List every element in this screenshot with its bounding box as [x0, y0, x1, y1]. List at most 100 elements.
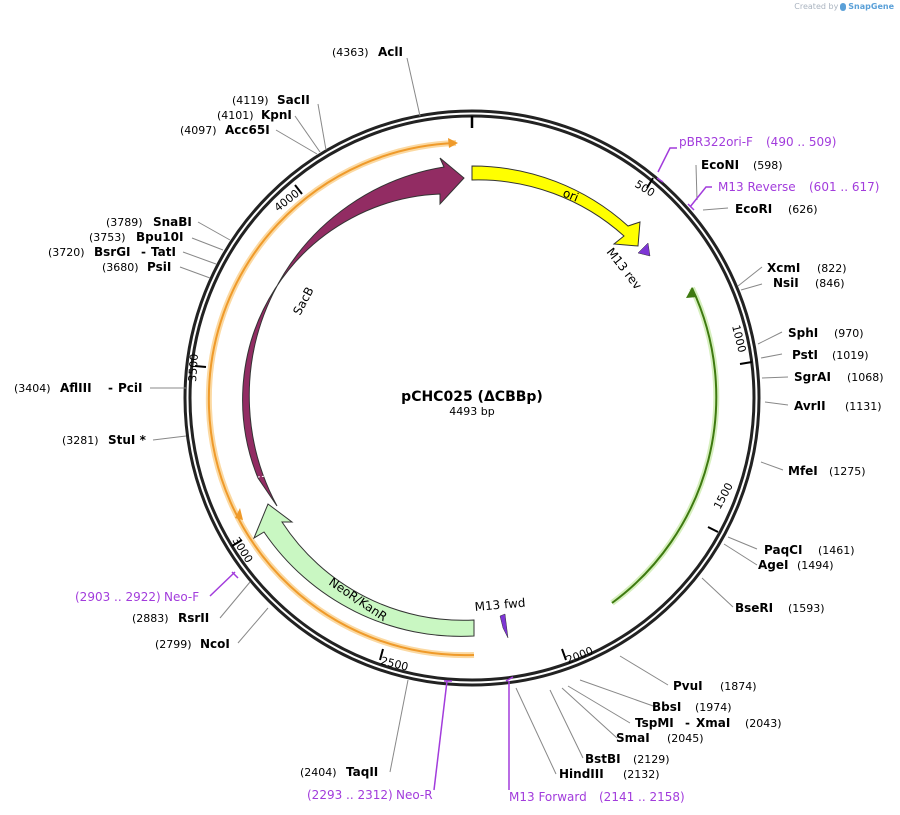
svg-text:M13 Forward: M13 Forward	[509, 790, 587, 804]
svg-text:TaqII: TaqII	[346, 765, 378, 779]
credit-brand: SnapGene	[848, 2, 894, 11]
site-acli-pos: (4363)	[332, 46, 369, 59]
svg-text:M13 Reverse: M13 Reverse	[718, 180, 796, 194]
svg-text:SmaI: SmaI	[616, 731, 650, 745]
backbone-outer	[183, 109, 761, 687]
site-rsrii: (2883) RsrII	[132, 611, 209, 625]
svg-text:(3680): (3680)	[102, 261, 139, 274]
ring-ticks	[194, 177, 753, 661]
site-snabi: (3789) SnaBI	[106, 215, 192, 229]
svg-text:(626): (626)	[788, 203, 818, 216]
site-bseri: BseRI (1593)	[735, 601, 825, 615]
feature-sacb	[242, 157, 465, 507]
tick-3500: 3500	[186, 353, 201, 382]
svg-text:AflIII: AflIII	[60, 381, 92, 395]
svg-text:MfeI: MfeI	[788, 464, 818, 478]
svg-text:BseRI: BseRI	[735, 601, 773, 615]
svg-text:Neo-R: Neo-R	[396, 788, 433, 802]
site-hindiii: HindIII (2132)	[559, 767, 660, 781]
svg-text:(4097): (4097)	[180, 124, 217, 137]
svg-text:RsrII: RsrII	[178, 611, 209, 625]
svg-text:HindIII: HindIII	[559, 767, 604, 781]
label-m13fwd: M13 fwd	[474, 596, 526, 614]
svg-text:-: -	[108, 381, 113, 395]
svg-text:EcoNI: EcoNI	[701, 158, 739, 172]
svg-text:PsiI: PsiI	[147, 260, 171, 274]
svg-text:(3404): (3404)	[14, 382, 51, 395]
svg-text:StuI *: StuI *	[108, 433, 147, 447]
svg-text:TatI: TatI	[151, 245, 176, 259]
plasmid-name: pCHC025 (ΔCBBp)	[401, 389, 543, 405]
site-paqci: PaqCI (1461)	[764, 543, 855, 557]
svg-text:SgrAI: SgrAI	[794, 370, 831, 384]
site-bsrgi-tati: (3720) BsrGI - TatI	[48, 245, 176, 259]
site-stui: (3281) StuI *	[62, 433, 147, 447]
svg-text:(3281): (3281)	[62, 434, 99, 447]
site-afliii-pcii: (3404) AflIII - PciI	[14, 381, 143, 395]
svg-text:(3753): (3753)	[89, 231, 126, 244]
svg-text:(1593): (1593)	[788, 602, 825, 615]
svg-text:BstBI: BstBI	[585, 752, 621, 766]
site-kpni: (4101) KpnI	[217, 108, 292, 122]
primer-m13forward: M13 Forward (2141 .. 2158)	[509, 790, 685, 804]
svg-text:BbsI: BbsI	[652, 700, 681, 714]
site-pvui: PvuI (1874)	[673, 679, 757, 693]
svg-text:NsiI: NsiI	[773, 276, 799, 290]
svg-text:PstI: PstI	[792, 348, 818, 362]
svg-text:AgeI: AgeI	[758, 558, 788, 572]
m13fwd-arrow	[499, 613, 509, 639]
svg-text:(2293 .. 2312): (2293 .. 2312)	[307, 788, 393, 802]
svg-text:(1019): (1019)	[832, 349, 869, 362]
site-agei: AgeI (1494)	[758, 558, 834, 572]
feature-ori	[471, 165, 641, 247]
site-acli: (4363) AclI	[332, 45, 403, 59]
svg-text:XmaI: XmaI	[696, 716, 730, 730]
svg-text:-: -	[141, 245, 146, 259]
svg-text:Acc65I: Acc65I	[225, 123, 270, 137]
svg-text:(490 .. 509): (490 .. 509)	[766, 135, 836, 149]
svg-text:(970): (970)	[834, 327, 864, 340]
site-acli-name: AclI	[378, 45, 403, 59]
site-bbsi: BbsI (1974)	[652, 700, 732, 714]
svg-text:KpnI: KpnI	[261, 108, 292, 122]
svg-text:-: -	[685, 716, 690, 730]
svg-text:(1275): (1275)	[829, 465, 866, 478]
svg-text:TspMI: TspMI	[635, 716, 674, 730]
svg-text:SacII: SacII	[277, 93, 310, 107]
label-sacb: SacB	[290, 285, 316, 318]
svg-text:(4101): (4101)	[217, 109, 254, 122]
svg-text:(1068): (1068)	[847, 371, 884, 384]
snapgene-logo-icon	[840, 2, 847, 11]
svg-text:PciI: PciI	[118, 381, 143, 395]
green-feature-arc	[610, 286, 720, 606]
credit-prefix: Created by	[794, 2, 839, 11]
svg-text:(2132): (2132)	[623, 768, 660, 781]
svg-text:Neo-F: Neo-F	[164, 590, 199, 604]
svg-text:(2129): (2129)	[633, 753, 670, 766]
site-smai: SmaI (2045)	[616, 731, 704, 745]
m13rev-arrow	[637, 242, 651, 257]
site-psii: (3680) PsiI	[102, 260, 171, 274]
svg-text:(2883): (2883)	[132, 612, 169, 625]
site-xcmi: XcmI (822)	[767, 261, 847, 275]
label-ori: ori	[561, 186, 581, 205]
site-nsii: NsiI (846)	[773, 276, 845, 290]
svg-text:(2141 .. 2158): (2141 .. 2158)	[599, 790, 685, 804]
orange-arc-arrowhead	[448, 138, 458, 148]
enzyme-connectors	[150, 57, 789, 775]
site-tspmi-xmai: TspMI - XmaI (2043)	[635, 716, 782, 730]
site-acc65i: (4097) Acc65I	[180, 123, 270, 137]
site-psti: PstI (1019)	[792, 348, 869, 362]
site-sphi: SphI (970)	[788, 326, 864, 340]
plasmid-size: 4493 bp	[449, 405, 494, 418]
snapgene-credit: Created by SnapGene	[794, 2, 894, 11]
svg-text:(2045): (2045)	[667, 732, 704, 745]
primer-m13reverse: M13 Reverse (601 .. 617)	[718, 180, 879, 194]
svg-text:PvuI: PvuI	[673, 679, 703, 693]
site-ecori: EcoRI (626)	[735, 202, 818, 216]
svg-text:(601 .. 617): (601 .. 617)	[809, 180, 879, 194]
svg-text:SnaBI: SnaBI	[153, 215, 192, 229]
site-bstbi: BstBI (2129)	[585, 752, 670, 766]
svg-text:(822): (822)	[817, 262, 847, 275]
